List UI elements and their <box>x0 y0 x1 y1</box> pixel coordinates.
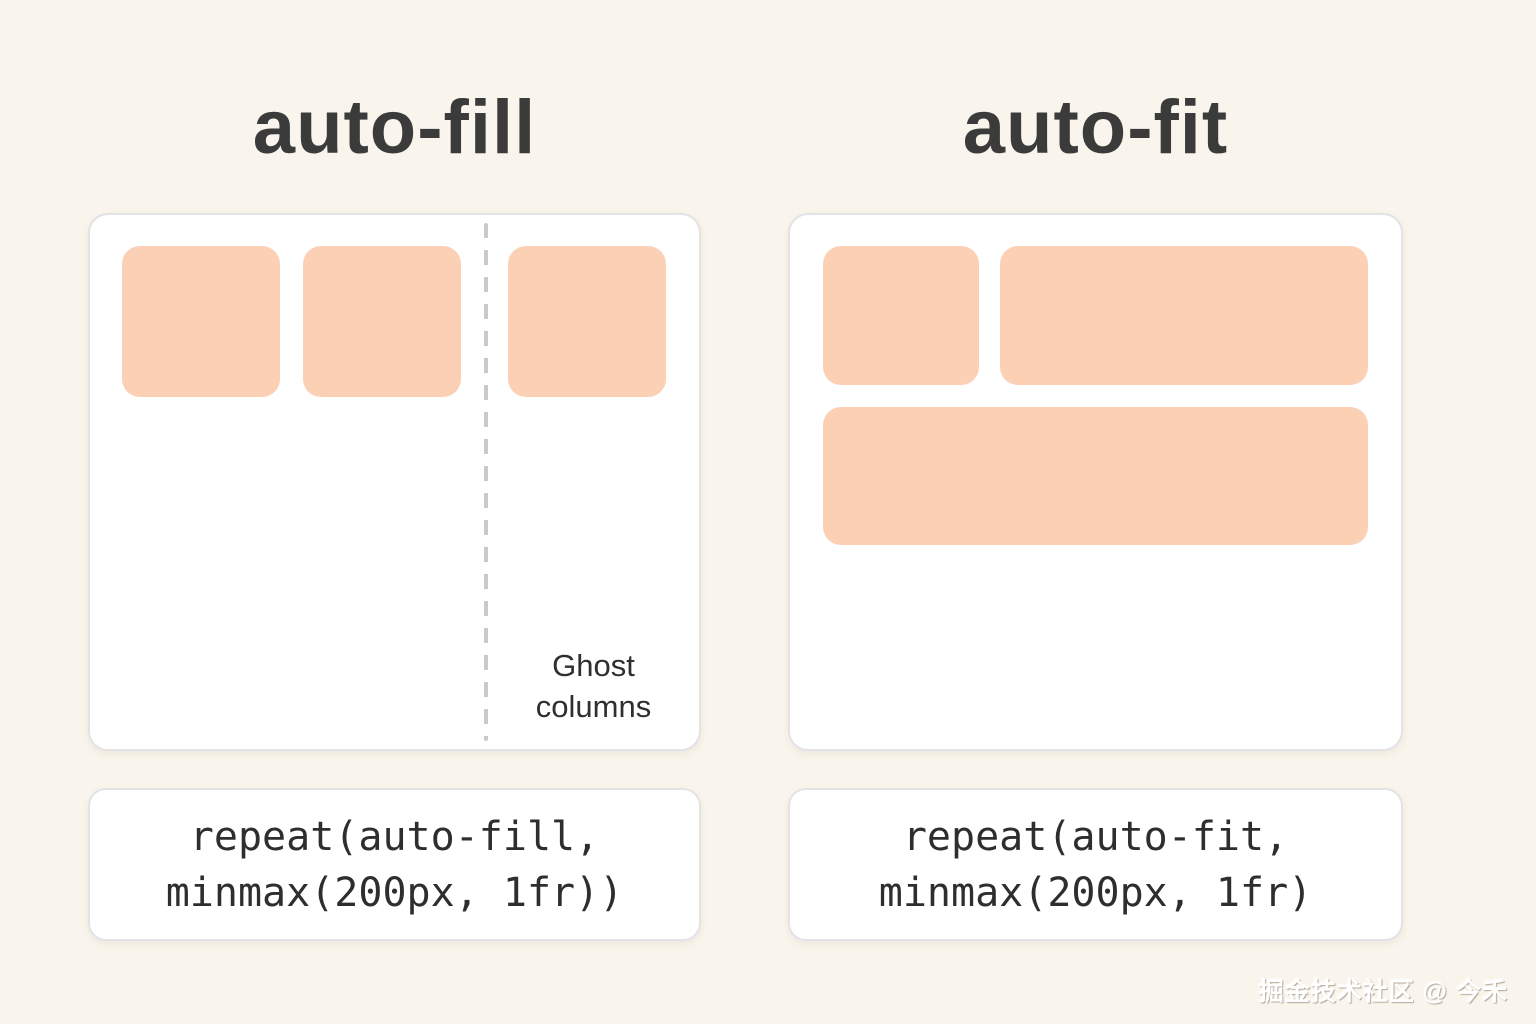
code-line: repeat(auto-fit, <box>902 813 1289 860</box>
grid-item <box>508 246 666 397</box>
ghost-column-divider <box>484 223 488 741</box>
grid-item <box>823 246 979 385</box>
code-box-auto-fit: repeat(auto-fit, minmax(200px, 1fr) <box>788 788 1403 941</box>
grid-item <box>823 407 1368 545</box>
auto-fill-grid-panel: Ghost columns <box>88 213 701 751</box>
ghost-columns-label-line2: columns <box>535 689 652 724</box>
ghost-columns-label: Ghost columns <box>488 645 699 727</box>
grid-item <box>122 246 280 397</box>
grid-item <box>1000 246 1368 385</box>
grid-item <box>303 246 461 397</box>
code-box-auto-fill: repeat(auto-fill, minmax(200px, 1fr)) <box>88 788 701 941</box>
code-line: minmax(200px, 1fr)) <box>165 869 624 916</box>
ghost-columns-label-line1: Ghost <box>552 648 635 683</box>
title-auto-fill: auto-fill <box>252 85 537 170</box>
code-line: repeat(auto-fill, <box>189 813 600 860</box>
auto-fit-grid-panel <box>788 213 1403 751</box>
title-auto-fit: auto-fit <box>962 85 1229 170</box>
watermark: 掘金技术社区 @ 今禾 <box>1258 978 1508 1006</box>
code-line: minmax(200px, 1fr) <box>878 869 1313 916</box>
